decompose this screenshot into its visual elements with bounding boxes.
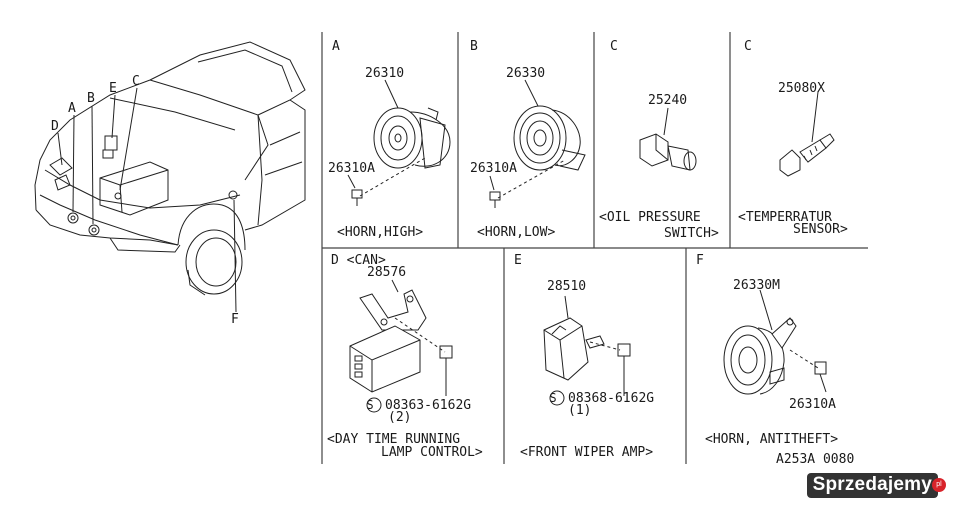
panel-d-caption-line2: LAMP CONTROL> — [381, 445, 483, 460]
panel-d-letter: D <CAN> — [331, 253, 386, 268]
panel-c2-caption-line2: SENSOR> — [793, 222, 848, 237]
panel-e-screw-number: 08368-6162G — [568, 391, 654, 406]
panel-a-letter: A — [332, 39, 340, 54]
panel-c1-caption-line1: <OIL PRESSURE — [599, 210, 701, 225]
watermark-text: Sprzedajemy — [806, 472, 938, 498]
overview-label-a: A — [68, 101, 76, 116]
panel-b-caption: <HORN,LOW> — [477, 225, 555, 240]
overview-label-c: C — [132, 74, 140, 89]
panel-e-front-wiper-amp — [543, 295, 631, 406]
panel-c-oil-pressure-switch — [639, 107, 697, 171]
overview-label-d: D — [51, 119, 59, 134]
panel-c-temperature-sensor — [779, 91, 835, 177]
overview-label-b: B — [87, 91, 95, 106]
watermark-logo: Sprzedajemy pl — [806, 472, 946, 498]
panel-grid — [321, 32, 868, 464]
panel-c2-caption-line1: <TEMPERRATUR — [738, 210, 832, 225]
panel-b-part-number: 26330 — [506, 66, 545, 81]
panel-c2-letter: C — [744, 39, 752, 54]
panel-e-part-number: 28510 — [547, 279, 586, 294]
car-overview-drawing — [34, 41, 306, 313]
panel-b-letter: B — [470, 39, 478, 54]
panel-f-caption: <HORN, ANTITHEFT> — [705, 432, 838, 447]
panel-d-day-time-running-lamp-control — [349, 279, 453, 413]
panel-c1-caption-line2: SWITCH> — [664, 226, 719, 241]
panel-f-horn-antitheft — [723, 289, 827, 395]
panel-c1-letter: C — [610, 39, 618, 54]
panel-a-caption: <HORN,HIGH> — [337, 225, 423, 240]
panel-c1-part-number: 25240 — [648, 93, 687, 108]
panel-d-part-number: 28576 — [367, 265, 406, 280]
watermark-badge: pl — [932, 478, 946, 492]
panel-b-bolt-number: 26310A — [470, 161, 517, 176]
panel-d-screw-number: 08363-6162G — [385, 398, 471, 413]
panel-e-caption: <FRONT WIPER AMP> — [520, 445, 653, 460]
panel-e-letter: E — [514, 253, 522, 268]
panel-a-part-number: 26310 — [365, 66, 404, 81]
panel-a-horn-high — [347, 79, 451, 206]
panel-d-caption-line1: <DAY TIME RUNNING — [327, 432, 460, 447]
panel-c2-part-number: 25080X — [778, 81, 825, 96]
panel-d-screw-symbol: S — [366, 398, 373, 412]
panel-f-letter: F — [696, 253, 704, 268]
panel-e-quantity: (1) — [568, 403, 591, 418]
overview-label-f: F — [231, 312, 239, 327]
panel-e-screw-symbol: S — [549, 391, 556, 405]
panel-f-bolt-number: 26310A — [789, 397, 836, 412]
diagram-code: A253A 0080 — [776, 452, 854, 467]
overview-label-e: E — [109, 81, 117, 96]
panel-d-quantity: (2) — [388, 410, 411, 425]
panel-f-part-number: 26330M — [733, 278, 780, 293]
panel-b-horn-low — [489, 79, 586, 208]
panel-a-bolt-number: 26310A — [328, 161, 375, 176]
